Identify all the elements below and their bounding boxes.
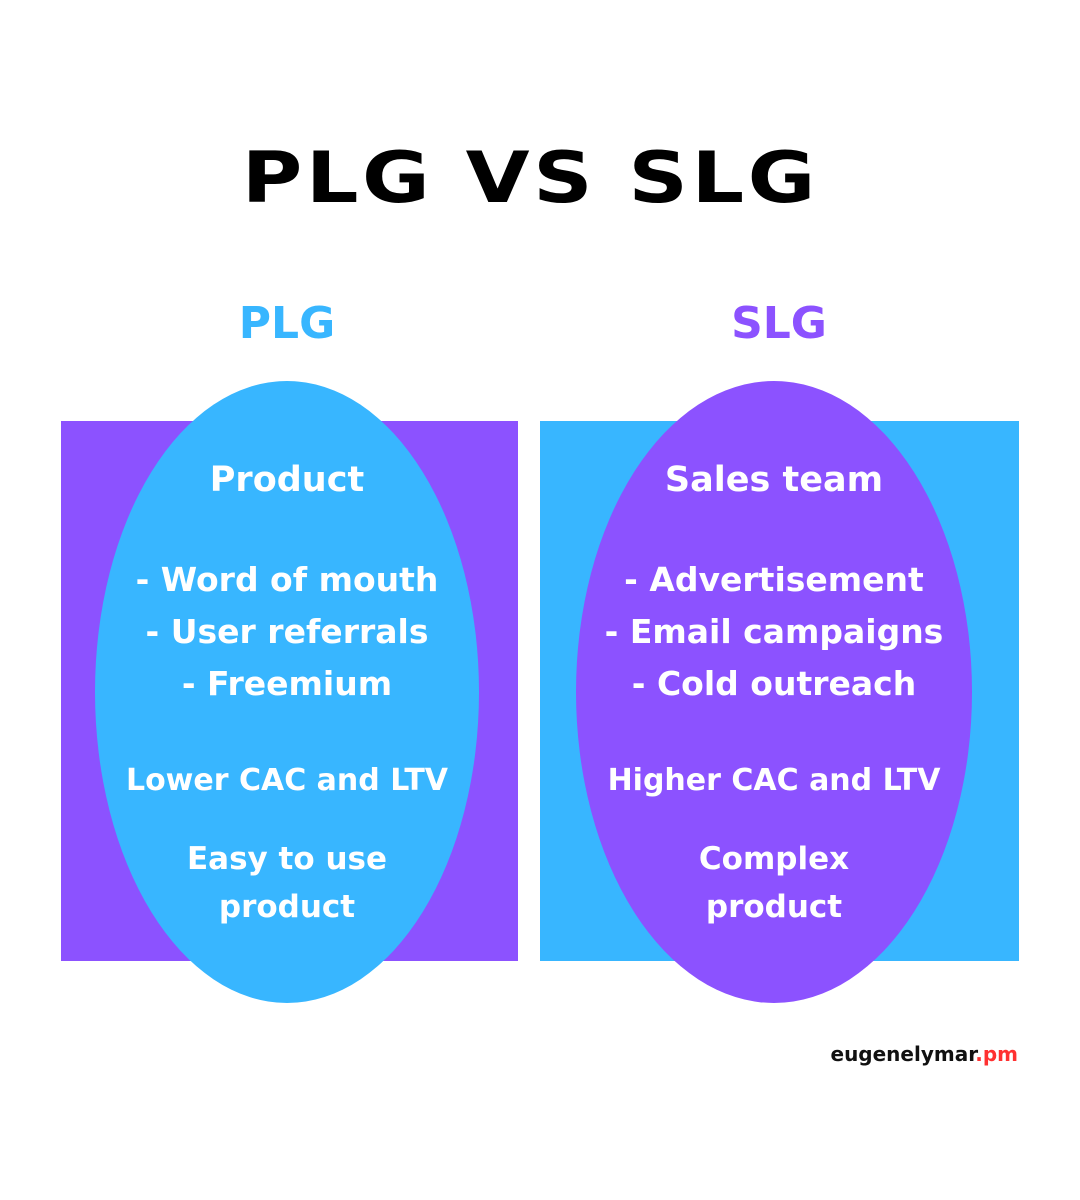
slg-bullet-3: - Cold outreach [631,664,917,703]
slg-product-line-2: product [705,889,843,925]
plg-ellipse [95,381,479,1003]
plg-bullet-3: - Freemium [181,664,393,703]
slg-ellipse [576,381,972,1003]
plg-product-line-2: product [218,889,356,925]
slg-bullet-1: - Advertisement [624,560,924,599]
slg-heading: SLG [731,298,827,349]
plg-product-line-1: Easy to use [186,841,387,877]
brand-suffix: .pm [975,1042,1018,1066]
page-title: PLG VS SLG [241,137,819,219]
plg-ellipse-title: Product [209,460,365,500]
plg-heading: PLG [238,298,336,349]
brand-signature: eugenelymar.pm [831,1042,1019,1066]
brand-name: eugenelymar [830,1042,976,1066]
slg-bullet-2: - Email campaigns [604,612,944,651]
plg-bullet-1: - Word of mouth [135,560,439,599]
slg-ellipse-title: Sales team [664,460,884,500]
slg-cost: Higher CAC and LTV [607,763,941,798]
plg-cost: Lower CAC and LTV [125,763,449,798]
slg-product-line-1: Complex [698,841,850,877]
plg-bullet-2: - User referrals [145,612,429,651]
